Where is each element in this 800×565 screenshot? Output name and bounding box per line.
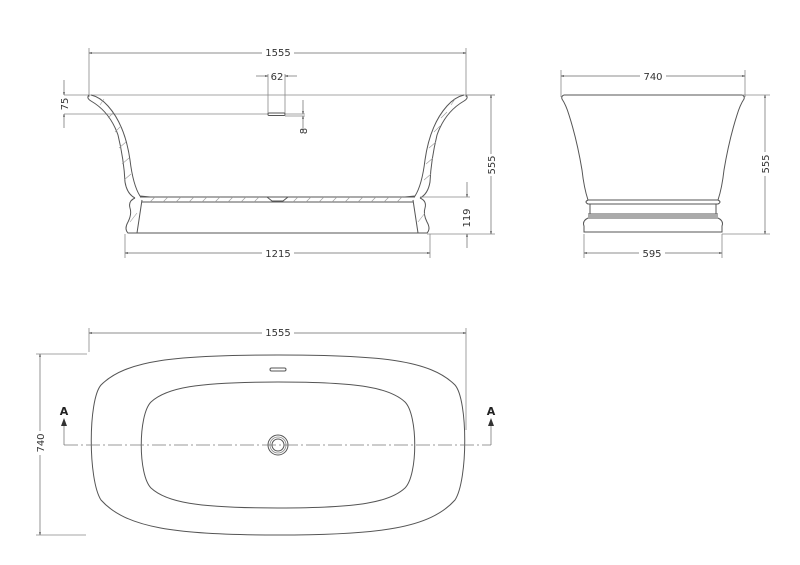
dim-base-width: 595 (642, 249, 661, 260)
dim-overall-width: 740 (643, 72, 662, 83)
dim-overflow-width: 62 (271, 72, 284, 83)
wall-hatch-right (417, 98, 456, 223)
dim-height: 555 (487, 155, 498, 174)
dim-plan-width: 740 (36, 433, 47, 452)
shell-outer-right (419, 94, 468, 199)
dim-base-length: 1215 (265, 249, 290, 260)
dim-overall-length: 1555 (265, 48, 290, 59)
side-section-view: 1555 75 62 8 (60, 46, 498, 260)
dim-end-height: 555 (761, 154, 772, 173)
end-shell-right (717, 94, 745, 201)
overflow-slot (267, 112, 286, 116)
plan-view: 1555 740 A A (34, 326, 496, 536)
waste-outlet (266, 196, 289, 202)
end-shell-left (561, 94, 589, 201)
floor-hatch (149, 196, 403, 203)
shell-outer-left (87, 94, 136, 199)
dim-rim-drop: 75 (60, 98, 71, 111)
end-view: 740 555 595 (560, 70, 772, 260)
section-label-left: A (60, 405, 69, 418)
bath-inner-basin (140, 381, 416, 509)
overflow-slot-plan (269, 367, 287, 372)
section-label-right: A (487, 405, 496, 418)
dim-overflow-height: 8 (299, 128, 310, 134)
wall-hatch-left (99, 98, 138, 223)
bath-outer-rim (90, 354, 466, 536)
dim-plan-length: 1555 (265, 328, 290, 339)
dim-base-height: 119 (462, 208, 473, 227)
